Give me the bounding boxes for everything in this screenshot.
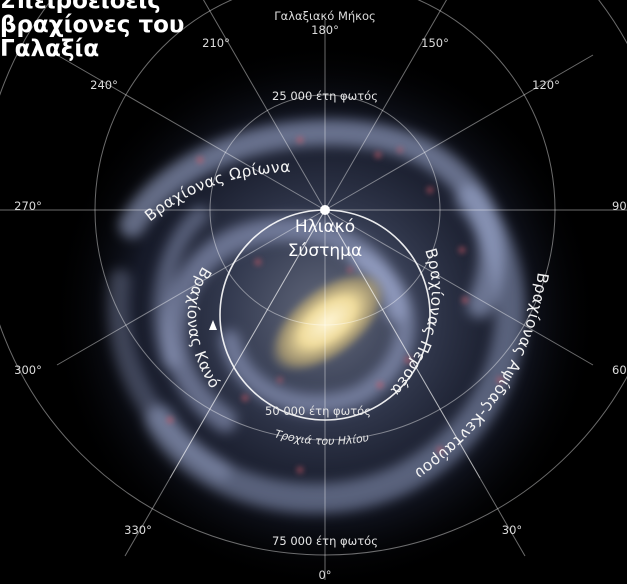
tick-240: 240° (90, 78, 118, 92)
distance-label-50000: 50 000 έτη φωτός (265, 404, 371, 418)
orbit-direction-arrow-icon (209, 320, 217, 330)
tick-270: 270° (14, 199, 42, 213)
tick-330: 330° (124, 523, 152, 537)
longitude-axis-label: Γαλαξιακό Μήκος (274, 9, 376, 23)
distance-label-25000: 25 000 έτη φωτός (272, 89, 378, 103)
tick-60: 60° (612, 363, 627, 377)
title-line-1: Σπειροειδείς βραχίονες του (0, 0, 185, 38)
sun-label-line-1: Ηλιακό (295, 217, 355, 237)
tick-180: 180° (311, 23, 339, 37)
map-title: Σπειροειδείς βραχίονες του Γαλαξία (0, 0, 260, 61)
sun-label-line-2: Σύστημα (288, 241, 362, 261)
central-bulge (268, 270, 388, 374)
tick-30: 30° (502, 523, 522, 537)
tick-120: 120° (532, 78, 560, 92)
tick-210: 210° (202, 36, 230, 50)
galaxy-disc (50, 40, 600, 584)
tick-90: 90° (612, 199, 627, 213)
tick-150: 150° (421, 36, 449, 50)
title-line-2: Γαλαξία (0, 36, 100, 62)
nebula-dots (167, 137, 503, 473)
sun-marker-icon (320, 205, 330, 215)
tick-0: 0° (318, 568, 331, 582)
tick-300: 300° (14, 363, 42, 377)
distance-label-75000: 75 000 έτη φωτός (272, 534, 378, 548)
